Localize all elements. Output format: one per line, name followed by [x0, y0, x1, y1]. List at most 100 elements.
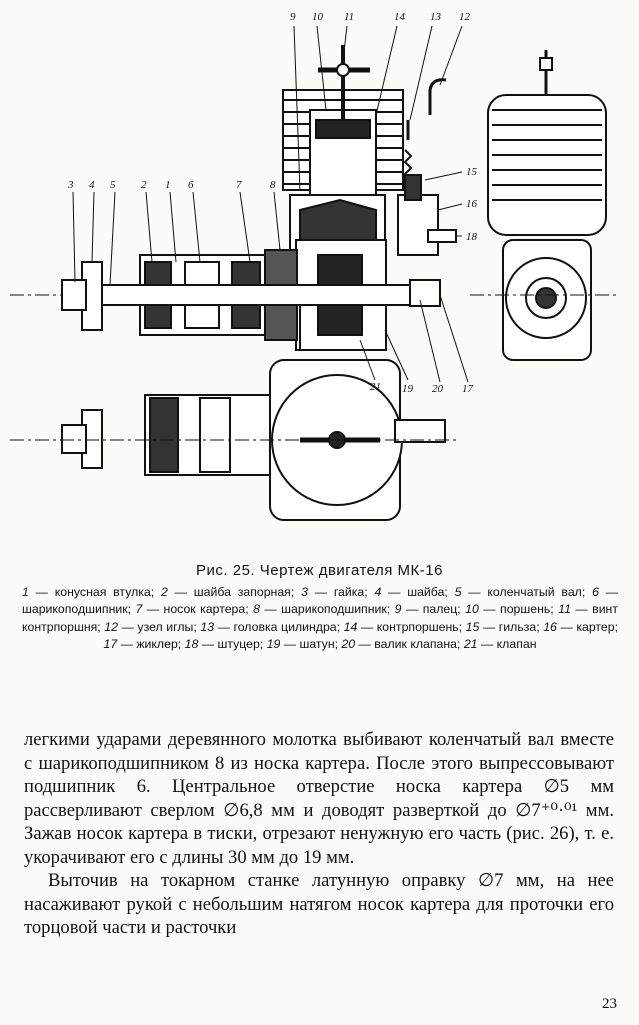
leader-number-3: 3: [67, 179, 74, 191]
plan-view: [10, 359, 460, 521]
leader-number-11: 11: [344, 11, 354, 23]
legend-item: 2 — шайба запорная;: [161, 585, 301, 599]
leader-number-13: 13: [430, 11, 442, 23]
legend-item: 20 — валик клапана;: [341, 637, 463, 651]
leader-number-20: 20: [432, 383, 444, 395]
legend-item-text: — шарикоподшипник;: [22, 585, 619, 617]
legend-item: 18 — штуцер;: [185, 637, 267, 651]
figure-legend: 1 — конусная втулка; 2 — шайба запорная;…: [22, 584, 618, 654]
leader-number-19: 19: [402, 383, 414, 395]
legend-item-number: 15: [465, 619, 480, 634]
leader-number-21: 21: [370, 381, 381, 393]
legend-item-number: 1: [22, 585, 29, 599]
leader-number-2: 2: [141, 179, 147, 191]
legend-item-text: — шатун;: [280, 637, 342, 652]
legend-item: 17 — жиклер;: [104, 637, 185, 651]
leader-number-14: 14: [394, 11, 406, 23]
legend-item-text: — картер;: [556, 619, 618, 634]
leader-number-15: 15: [466, 166, 478, 178]
legend-item-number: 3: [301, 585, 308, 599]
legend-item-number: 19: [266, 637, 281, 652]
leader-number-16: 16: [466, 198, 478, 210]
legend-item-number: 10: [465, 602, 479, 617]
legend-item-text: — контрпоршень;: [357, 619, 466, 634]
legend-item-text: — винт контрпоршня;: [22, 602, 618, 634]
legend-item-text: — носок картера;: [142, 602, 254, 617]
needle-tube: [406, 78, 447, 140]
leader-number-5: 5: [110, 179, 116, 191]
legend-item-text: — поршень;: [478, 602, 559, 617]
leader-number-17: 17: [462, 383, 474, 395]
legend-item: 9 — палец;: [395, 602, 466, 616]
legend-item-text: — шарикоподшипник;: [259, 602, 395, 617]
legend-item-number: 6: [592, 585, 599, 599]
legend-item-text: — валик клапана;: [355, 637, 464, 652]
legend-item: 6 — шарикоподшипник;: [22, 585, 618, 616]
legend-item: 3 — гайка;: [301, 585, 374, 599]
legend-item-number: 4: [374, 585, 382, 599]
legend-item-text: — жиклер;: [117, 637, 185, 652]
leader-number-9: 9: [290, 11, 296, 23]
body-paragraph-1: легкими ударами деревянного молотка выби…: [24, 729, 614, 868]
body-paragraph-2: Выточив на токарном станке латунную опра…: [24, 870, 614, 938]
legend-item-number: 14: [343, 619, 358, 634]
legend-item-text: — гайка;: [307, 585, 375, 599]
legend-item: 21 — клапан: [464, 637, 537, 651]
body-text: легкими ударами деревянного молотка выби…: [24, 728, 614, 940]
legend-item: 11 — винт контрпоршня;: [22, 602, 618, 633]
legend-item-number: 17: [103, 637, 118, 652]
legend-item-text: — узел иглы;: [117, 619, 201, 634]
legend-item-text: — клапан: [477, 637, 537, 652]
legend-item: 12 — узел иглы;: [104, 620, 200, 634]
leader-number-18: 18: [466, 231, 478, 243]
legend-item-text: — штуцер;: [198, 637, 267, 652]
leader-number-12: 12: [459, 11, 471, 23]
legend-item-number: 5: [454, 585, 462, 599]
leader-number-4: 4: [89, 179, 95, 191]
crankshaft-nose: [10, 249, 441, 341]
leader-number-6: 6: [188, 179, 194, 191]
legend-item-text: — гильза;: [479, 619, 544, 634]
legend-item: 14 — контрпоршень;: [344, 620, 466, 634]
carburettor: [397, 174, 457, 256]
legend-item: 13 — головка цилиндра;: [200, 620, 343, 634]
legend-item-number: 8: [253, 602, 260, 617]
legend-item: 5 — коленчатый вал;: [455, 585, 592, 599]
legend-item: 10 — поршень;: [465, 602, 558, 616]
page-number: 23: [602, 996, 617, 1012]
legend-item-number: 11: [558, 602, 571, 617]
legend-item-number: 9: [394, 602, 402, 617]
legend-item-text: — конусная втулка;: [28, 585, 161, 599]
legend-item-text: — коленчатый вал;: [461, 585, 593, 599]
legend-item-number: 2: [160, 585, 168, 599]
legend-item: 1 — конусная втулка;: [22, 585, 161, 599]
leader-number-8: 8: [270, 179, 276, 191]
legend-item: 19 — шатун;: [267, 637, 342, 651]
legend-item-text: — головка цилиндра;: [214, 619, 344, 634]
leader-number-1: 1: [165, 179, 171, 191]
legend-item: 7 — носок картера;: [135, 602, 253, 616]
figure-caption-title: Рис. 25. Чертеж двигателя МК-16: [196, 562, 443, 579]
leader-lines: [72, 25, 469, 383]
legend-item-number: 12: [104, 619, 118, 634]
legend-item-text: — палец;: [401, 602, 466, 617]
leader-number-7: 7: [236, 179, 242, 191]
legend-item: 8 — шарикоподшипник;: [253, 602, 395, 616]
legend-item: 16 — картер;: [543, 620, 618, 634]
legend-item-text: — шайба;: [381, 585, 455, 599]
crankcase-section: [289, 194, 387, 351]
legend-item-text: — шайба запорная;: [167, 585, 302, 599]
leader-number-10: 10: [312, 11, 324, 23]
legend-item-number: 18: [184, 637, 199, 652]
legend-item: 4 — шайба;: [374, 585, 454, 599]
legend-item-number: 20: [341, 637, 356, 652]
legend-item-number: 16: [543, 619, 557, 634]
rear-view: [470, 50, 620, 361]
legend-item-number: 21: [463, 637, 478, 652]
legend-item: 15 — гильза;: [466, 620, 544, 634]
legend-item-number: 13: [200, 619, 215, 634]
legend-item-number: 7: [135, 602, 143, 617]
